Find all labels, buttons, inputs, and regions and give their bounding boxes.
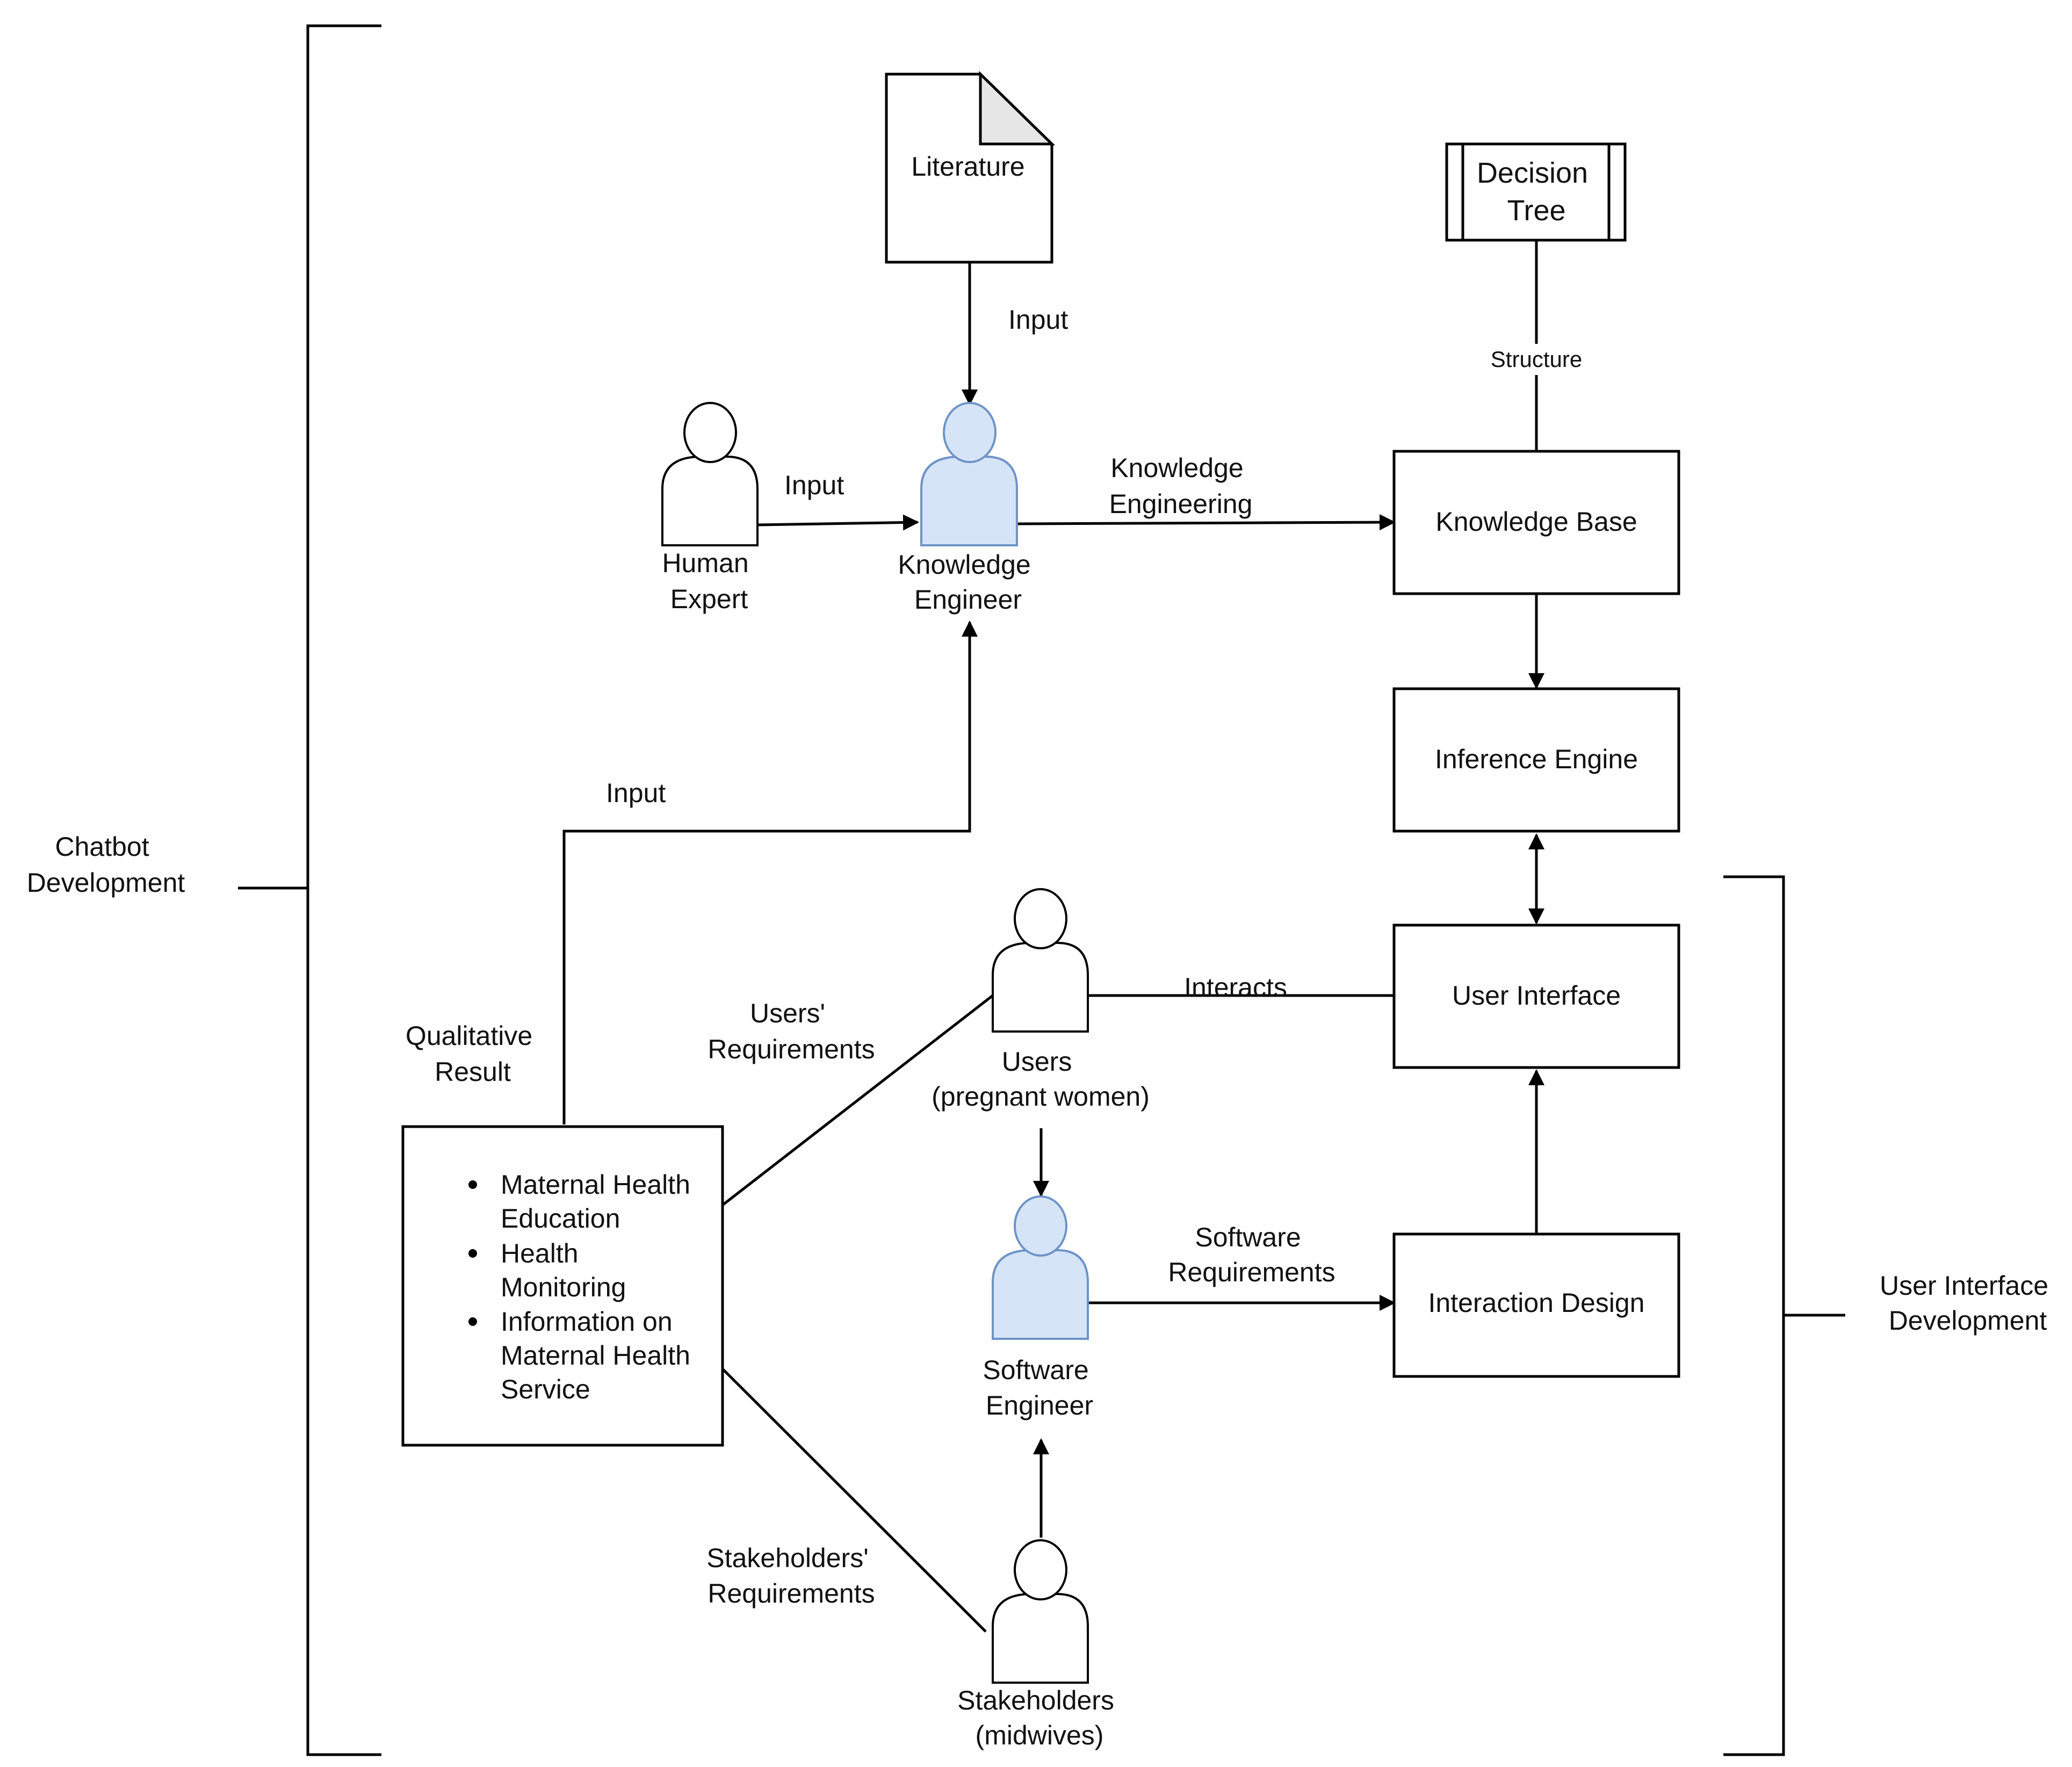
inference-engine-box (1392, 687, 1680, 833)
stakeholders-actor (992, 1539, 1089, 1684)
human-expert-label: Human Expert (662, 548, 756, 614)
list-item-health-monitoring: Health Monitoring (501, 1238, 626, 1302)
ui-development-bracket (1723, 875, 1845, 1756)
edge-label-interacts: Interacts (1184, 972, 1287, 1002)
qualitative-result-list: Maternal Health Education Health Monitor… (468, 1170, 698, 1404)
edge-knowledge-engineer-to-knowledge-base (1017, 514, 1396, 531)
edge-label-software-requirements: Software Requirements (1168, 1222, 1335, 1287)
qualitative-result-box (401, 1125, 724, 1447)
edge-label-stakeholders-requirements: Stakeholders' Requirements (706, 1543, 876, 1609)
edge-qualitative-to-knowledge-engineer (562, 621, 978, 1124)
bullet-maternal-health-education (468, 1180, 477, 1189)
knowledge-base-label: Knowledge Base (1435, 507, 1637, 537)
literature-label: Literature (911, 152, 1024, 182)
users-actor (992, 888, 1089, 1033)
software-engineer-actor (992, 1195, 1089, 1340)
edge-stakeholders-requirements (721, 1368, 987, 1633)
knowledge-engineer-actor (920, 402, 1018, 546)
edge-label-literature-input: Input (1008, 305, 1068, 335)
inference-engine-label: Inference Engine (1435, 744, 1638, 774)
knowledge-base-box (1392, 450, 1680, 595)
list-item-maternal-health-education: Maternal Health Education (501, 1170, 698, 1234)
edge-label-qualitative-input: Input (606, 778, 666, 808)
ui-development-label: User Interface Development (1880, 1271, 2056, 1336)
edge-label-users-requirements: Users' Requirements (707, 998, 875, 1064)
chatbot-development-label: Chatbot Development (27, 832, 185, 898)
users-label: Users (pregnant women) (932, 1047, 1150, 1112)
knowledge-engineer-label: Knowledge Engineer (898, 550, 1038, 615)
software-engineer-label: Software Engineer (983, 1355, 1096, 1420)
chatbot-development-bracket (238, 24, 381, 1756)
edge-label-expert-input: Input (784, 470, 844, 500)
edge-label-knowledge-engineering: Knowledge Engineering (1109, 453, 1253, 519)
bullet-health-monitoring (468, 1249, 477, 1258)
user-interface-box (1392, 924, 1680, 1069)
edge-label-structure: Structure (1491, 347, 1582, 372)
decision-tree-label: Decision Tree (1477, 157, 1596, 227)
edge-users-requirements (721, 994, 994, 1206)
list-item-information-service: Information on Maternal Health Service (501, 1307, 698, 1404)
literature-document (885, 71, 1056, 264)
interaction-design-label: Interaction Design (1428, 1288, 1644, 1318)
stakeholders-label: Stakeholders (midwives) (957, 1685, 1122, 1750)
decision-tree-process (1445, 142, 1627, 242)
qualitative-result-label: Qualitative Result (406, 1021, 540, 1087)
bullet-information-service (468, 1317, 477, 1326)
human-expert-actor (661, 402, 759, 546)
edge-expert-to-knowledge-engineer (757, 514, 919, 531)
interaction-design-box (1392, 1232, 1680, 1378)
user-interface-label: User Interface (1452, 980, 1621, 1011)
